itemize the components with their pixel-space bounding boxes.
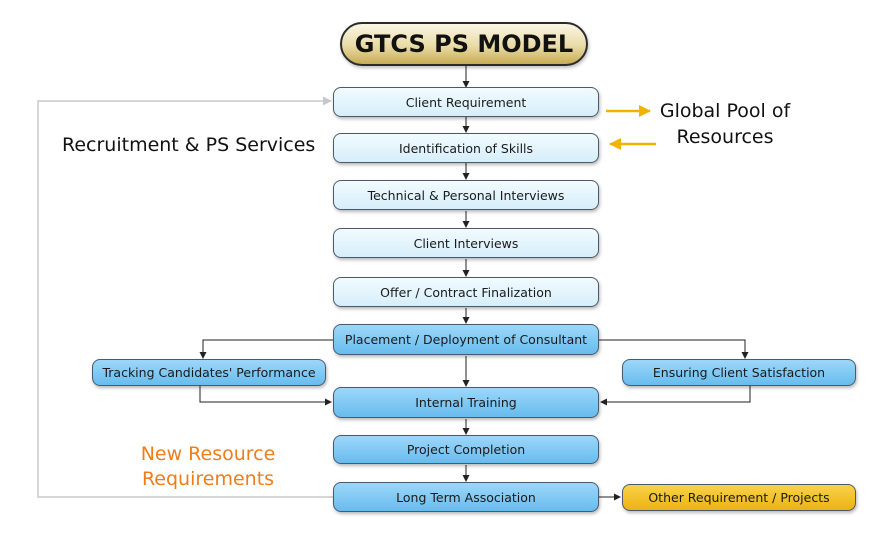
step-identification-of-skills: Identification of Skills xyxy=(333,133,599,163)
recruitment-heading: Recruitment & PS Services xyxy=(62,134,316,156)
step-technical-personal-interviews: Technical & Personal Interviews xyxy=(333,180,599,210)
arrow-tracking-to-training xyxy=(199,386,332,406)
step-project-completion: Project Completion xyxy=(333,435,599,464)
step-internal-training: Internal Training xyxy=(333,387,599,418)
branch-other-requirement: Other Requirement / Projects xyxy=(622,484,856,511)
arrow-placement-to-satisfaction xyxy=(599,339,749,359)
step-client-interviews: Client Interviews xyxy=(333,228,599,258)
arrow-placement-to-tracking xyxy=(199,339,333,359)
step-long-term-association: Long Term Association xyxy=(333,482,599,512)
diagram-title: GTCS PS MODEL xyxy=(340,22,588,66)
new-resource-label: New Resource Requirements xyxy=(140,443,276,490)
step-offer-contract-finalization: Offer / Contract Finalization xyxy=(333,277,599,307)
step-client-requirement: Client Requirement xyxy=(333,87,599,117)
branch-tracking-performance: Tracking Candidates' Performance xyxy=(92,359,326,386)
global-pool-label: Global Pool of Resources xyxy=(659,100,791,148)
step-placement-deployment: Placement / Deployment of Consultant xyxy=(333,324,599,355)
loop-back-line xyxy=(37,96,333,498)
branch-client-satisfaction: Ensuring Client Satisfaction xyxy=(622,359,856,386)
arrow-satisfaction-to-training xyxy=(600,386,751,406)
